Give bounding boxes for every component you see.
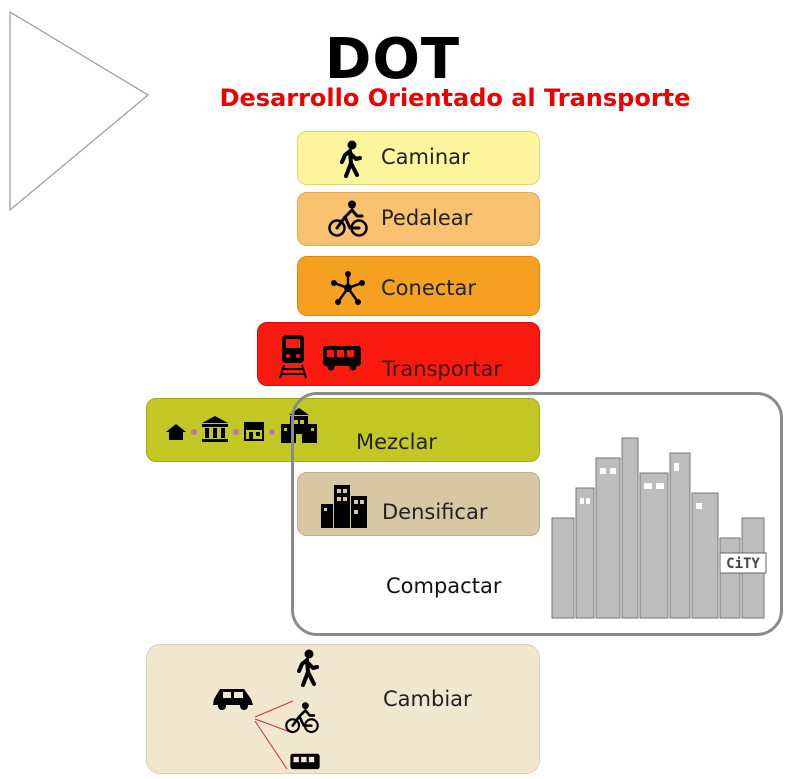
connector-dot <box>191 429 197 435</box>
step-pedalear: Pedalear <box>297 192 540 246</box>
city-illustration: CiTY <box>540 398 780 632</box>
house-icon <box>166 424 186 440</box>
mode-shift-diagram <box>254 700 294 770</box>
step-label-transportar: Transportar <box>382 357 503 381</box>
step-label-cambiar: Cambiar <box>383 687 472 711</box>
cyclist-icon <box>285 702 319 734</box>
bus-icon <box>323 346 361 371</box>
car-icon <box>213 689 253 710</box>
step-label-pedalear: Pedalear <box>381 206 473 230</box>
city-text: CiTY <box>726 556 760 572</box>
government-building-icon <box>202 416 228 442</box>
step-label-mezclar: Mezclar <box>356 430 437 454</box>
bus-icon <box>290 753 320 770</box>
city-buildings-icon <box>321 485 367 528</box>
triangle-play-shape <box>9 10 150 212</box>
connector-dot <box>269 429 275 435</box>
step-densificar: Densificar <box>297 472 540 536</box>
page-title: DOT <box>324 27 461 92</box>
cyclist-icon <box>328 200 368 237</box>
network-node-icon <box>331 271 365 305</box>
step-label-compactar: Compactar <box>386 574 502 598</box>
compactar-frame <box>291 392 783 636</box>
walking-person-icon <box>340 140 362 178</box>
step-label-densificar: Densificar <box>382 500 488 524</box>
step-conectar: Conectar <box>297 256 540 316</box>
step-mezclar: Mezclar <box>146 398 540 462</box>
walking-person-icon <box>297 649 319 687</box>
step-label-caminar: Caminar <box>381 145 470 169</box>
step-label-conectar: Conectar <box>381 276 477 300</box>
step-cambiar: Cambiar <box>146 644 540 774</box>
shop-icon <box>244 422 264 441</box>
page-subtitle: Desarrollo Orientado al Transporte <box>219 84 691 112</box>
connector-dot <box>233 429 239 435</box>
train-icon <box>279 335 307 379</box>
step-transportar: Transportar <box>257 322 540 386</box>
step-caminar: Caminar <box>297 131 540 185</box>
